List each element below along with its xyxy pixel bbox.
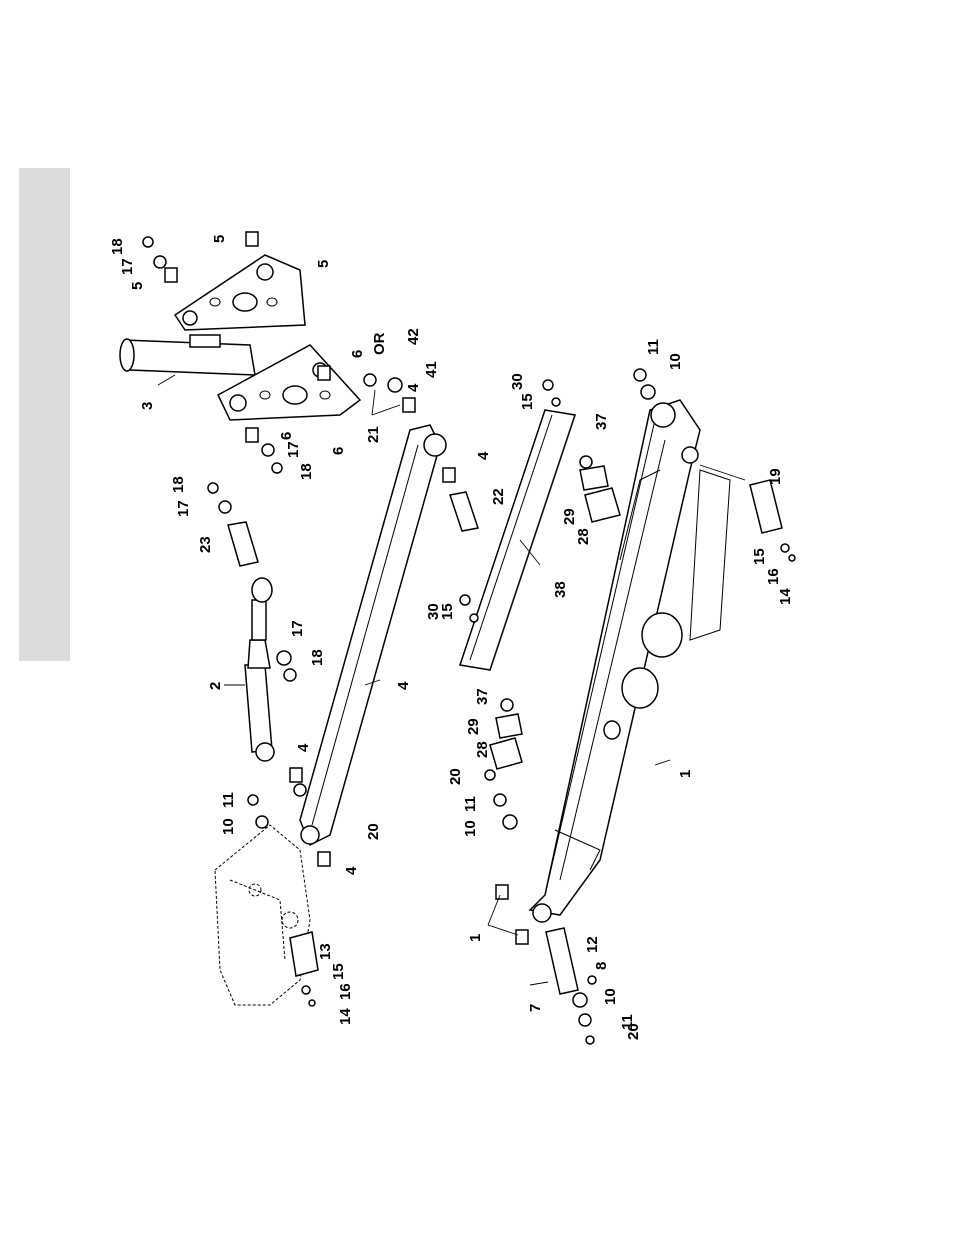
label-11: 11: [645, 339, 662, 355]
label-28: 28: [474, 741, 491, 758]
attachment-frame-outline: [215, 825, 310, 1005]
label-13: 13: [317, 943, 334, 960]
label-23: 23: [197, 536, 214, 553]
label-22: 22: [490, 488, 507, 505]
label-4: 4: [475, 451, 492, 460]
label-19: 19: [767, 468, 784, 485]
label-29: 29: [465, 718, 482, 735]
label-15: 15: [519, 393, 536, 410]
label-8: 8: [593, 962, 610, 970]
label-30: 30: [425, 603, 442, 620]
link-4: [294, 425, 446, 845]
label-18: 18: [298, 463, 315, 480]
label-18: 18: [170, 476, 187, 493]
label-16: 16: [765, 568, 782, 585]
label-29: 29: [561, 508, 578, 525]
label-18: 18: [109, 238, 126, 255]
label-41: 41: [423, 361, 440, 378]
label-10: 10: [462, 820, 479, 837]
label-30: 30: [509, 373, 526, 390]
label-10: 10: [220, 818, 237, 835]
label-11: 11: [220, 792, 237, 808]
label-17: 17: [175, 500, 192, 517]
label-4: 4: [405, 383, 422, 392]
label-17: 17: [289, 620, 306, 637]
label-1: 1: [677, 770, 694, 778]
label-2: 2: [207, 682, 224, 690]
cylinder-2: [245, 578, 274, 761]
label-4: 4: [295, 743, 312, 752]
label-5: 5: [315, 260, 332, 268]
label-20: 20: [365, 823, 382, 840]
label-17: 17: [119, 258, 136, 275]
label-or: OR: [371, 332, 388, 355]
label-21: 21: [365, 426, 382, 443]
label-6: 6: [330, 447, 347, 455]
label-42: 42: [405, 328, 422, 345]
label-15: 15: [330, 963, 347, 980]
label-7: 7: [527, 1004, 544, 1012]
label-4: 4: [343, 866, 360, 875]
label-4: 4: [395, 681, 412, 690]
label-18: 18: [309, 649, 326, 666]
plate-5: [175, 255, 305, 330]
label-20: 20: [625, 1023, 642, 1040]
label-3: 3: [139, 402, 156, 410]
label-17: 17: [285, 441, 302, 458]
label-1: 1: [467, 934, 484, 942]
label-10: 10: [667, 353, 684, 370]
label-6: 6: [349, 350, 366, 358]
bracket-38: [460, 410, 575, 670]
label-6: 6: [278, 432, 295, 440]
label-37: 37: [593, 413, 610, 430]
label-37: 37: [474, 688, 491, 705]
label-12: 12: [584, 936, 601, 953]
label-11: 11: [462, 796, 479, 812]
cylinder-3: [120, 335, 255, 375]
label-5: 5: [211, 235, 228, 243]
label-14: 14: [337, 1008, 354, 1025]
label-15: 15: [751, 548, 768, 565]
label-38: 38: [552, 581, 569, 598]
label-5: 5: [129, 282, 146, 290]
label-28: 28: [575, 528, 592, 545]
main-boom: [530, 400, 730, 922]
label-14: 14: [777, 588, 794, 605]
label-10: 10: [602, 988, 619, 1005]
label-16: 16: [337, 983, 354, 1000]
label-20: 20: [447, 768, 464, 785]
